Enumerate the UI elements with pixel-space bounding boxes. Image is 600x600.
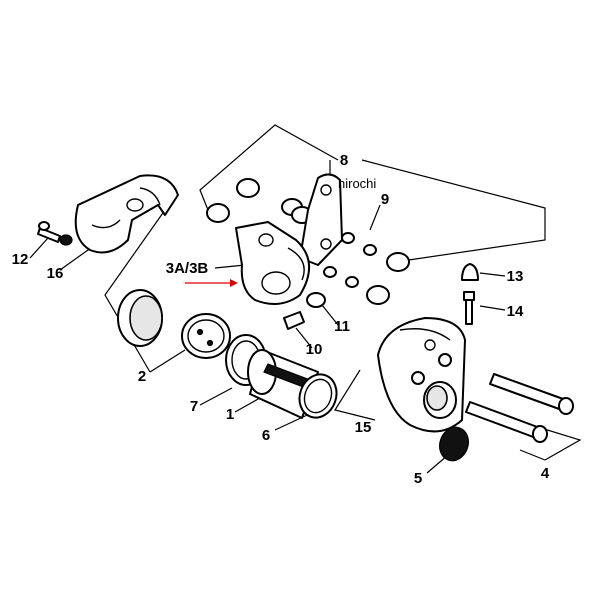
callout-7: 7 [190,398,198,415]
callout-15: 15 [355,419,372,436]
callout-13: 13 [507,268,524,285]
part-14-bleeder [463,291,475,325]
callout-5: 5 [414,470,422,487]
part-10-pin [283,311,305,330]
callout-labels: 8 9 13 14 3A/3B 12 16 11 10 2 7 1 6 15 5… [12,152,550,487]
callout-6: 6 [262,427,270,444]
watermark-text: hirochi [338,176,376,191]
part-13-bleeder-cap [461,263,479,281]
part-16-bracket [74,174,179,254]
callout-4: 4 [541,465,550,482]
callout-11: 11 [334,318,350,335]
part-2-piston-plate [181,313,231,359]
part-5-disc [439,426,469,462]
callout-9: 9 [381,191,389,208]
callout-12: 12 [12,251,29,268]
callout-2: 2 [138,368,146,385]
part-8-bracket-assembly [206,173,410,305]
part-9-orings [323,232,377,288]
callout-14: 14 [507,303,524,320]
callout-1: 1 [226,406,234,423]
part-12-bolt [37,221,73,246]
pointer-arrowhead [230,279,238,287]
callout-16: 16 [47,265,64,282]
callout-8: 8 [340,152,348,169]
callout-3a-3b: 3A/3B [166,260,209,277]
part-11-bushing [306,292,326,308]
part-2-piston-cup [117,289,163,347]
callout-10: 10 [306,341,323,358]
part-15-caliper-body [377,317,466,433]
part-3-caliper-arm [235,221,311,305]
part-4-bolts [465,373,574,443]
part-6-oring [298,373,338,419]
